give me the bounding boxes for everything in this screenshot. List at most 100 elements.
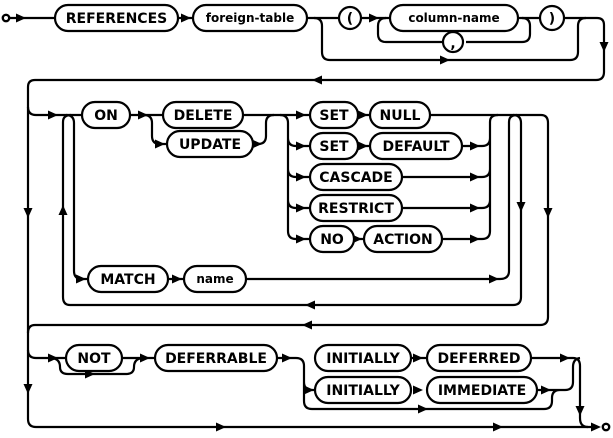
delete-label: DELETE bbox=[174, 108, 233, 124]
node-initially-immediate-initially: INITIALLY bbox=[313, 375, 413, 405]
arrowhead-icon bbox=[516, 202, 526, 212]
node-immediate: IMMEDIATE bbox=[425, 375, 539, 405]
initially-a-label: INITIALLY bbox=[326, 351, 400, 367]
node-comma: , bbox=[441, 30, 465, 54]
cascade-label: CASCADE bbox=[319, 170, 393, 186]
match-label: MATCH bbox=[100, 272, 155, 288]
deferrable-label: DEFERRABLE bbox=[165, 351, 267, 367]
node-update: UPDATE bbox=[165, 129, 255, 159]
restrict-label: RESTRICT bbox=[318, 201, 394, 217]
node-initially-deferred-initially: INITIALLY bbox=[313, 343, 413, 373]
arrowhead-icon bbox=[23, 384, 33, 394]
arrowhead-icon bbox=[296, 110, 306, 120]
node-cascade: CASCADE bbox=[308, 162, 404, 192]
node-deferrable: DEFERRABLE bbox=[153, 343, 279, 373]
node-set-null-set: SET bbox=[308, 100, 360, 130]
node-on: ON bbox=[80, 100, 132, 130]
arrowhead-icon bbox=[252, 139, 262, 149]
arrowhead-icon bbox=[16, 13, 26, 23]
deferred-label: DEFERRED bbox=[437, 351, 520, 367]
action-label: ACTION bbox=[373, 232, 433, 248]
arrowhead-icon bbox=[418, 404, 428, 414]
node-deferred: DEFERRED bbox=[425, 343, 533, 373]
arrowhead-icon bbox=[296, 172, 306, 182]
references-label: REFERENCES bbox=[66, 11, 167, 27]
open-paren-label: ( bbox=[347, 11, 353, 27]
arrowhead-icon bbox=[23, 208, 33, 218]
arrowhead-icon bbox=[413, 353, 423, 363]
node-restrict: RESTRICT bbox=[308, 193, 404, 223]
arrowhead-icon bbox=[541, 385, 551, 395]
no-label: NO bbox=[320, 232, 344, 248]
arrowhead-icon bbox=[296, 141, 306, 151]
arrowhead-icon bbox=[369, 13, 379, 23]
node-match: MATCH bbox=[86, 264, 170, 294]
arrowhead-icon bbox=[358, 110, 368, 120]
not-label: NOT bbox=[77, 351, 111, 367]
node-action: ACTION bbox=[362, 224, 444, 254]
arrowhead-icon bbox=[591, 422, 601, 432]
arrowhead-icon bbox=[440, 55, 450, 65]
node-foreign-table: foreign-table bbox=[191, 3, 309, 33]
node-close-paren: ) bbox=[538, 4, 566, 32]
arrowhead-icon bbox=[58, 205, 68, 215]
arrowhead-icon bbox=[358, 141, 368, 151]
arrowhead-icon bbox=[304, 385, 314, 395]
node-column-name: column-name bbox=[388, 3, 520, 33]
node-open-paren: ( bbox=[337, 5, 363, 31]
arrowhead-icon bbox=[470, 234, 480, 244]
node-name: name bbox=[182, 264, 248, 294]
node-delete: DELETE bbox=[161, 100, 245, 130]
node-set-default-set: SET bbox=[308, 131, 360, 161]
arrowhead-icon bbox=[312, 75, 322, 85]
initially-b-label: INITIALLY bbox=[326, 383, 400, 399]
node-not: NOT bbox=[64, 343, 124, 373]
arrowhead-icon bbox=[76, 274, 86, 284]
default-label: DEFAULT bbox=[382, 139, 450, 155]
arrowhead-icon bbox=[216, 422, 226, 432]
arrowhead-icon bbox=[489, 274, 499, 284]
connector-not-bypass bbox=[51, 356, 143, 376]
node-references: REFERENCES bbox=[53, 3, 180, 33]
arrowhead-icon bbox=[470, 172, 480, 182]
close-paren-label: ) bbox=[549, 11, 555, 27]
arrowhead-icon bbox=[48, 110, 58, 120]
arrowhead-icon bbox=[296, 234, 306, 244]
connector-onmatch-loopback bbox=[61, 113, 523, 307]
arrowhead-icon bbox=[599, 42, 609, 52]
node-default: DEFAULT bbox=[368, 131, 464, 161]
arrowhead-icon bbox=[302, 320, 312, 330]
arrowhead-icon bbox=[470, 203, 480, 213]
arrowhead-icon bbox=[560, 353, 570, 363]
arrowhead-icon bbox=[413, 385, 423, 395]
start-terminal-icon bbox=[1, 13, 11, 23]
node-null: NULL bbox=[368, 100, 432, 130]
arrowhead-icon bbox=[282, 353, 292, 363]
arrowhead-icon bbox=[575, 406, 585, 416]
null-label: NULL bbox=[380, 108, 421, 124]
on-label: ON bbox=[94, 108, 118, 124]
set-a-label: SET bbox=[319, 108, 349, 124]
comma-label: , bbox=[450, 36, 455, 52]
arrowhead-icon bbox=[296, 203, 306, 213]
arrowhead-icon bbox=[172, 274, 182, 284]
arrowhead-icon bbox=[48, 353, 58, 363]
set-b-label: SET bbox=[319, 139, 349, 155]
arrowhead-icon bbox=[155, 139, 165, 149]
arrowhead-icon bbox=[181, 13, 191, 23]
end-terminal-icon bbox=[601, 422, 611, 432]
arrowhead-icon bbox=[493, 422, 503, 432]
update-label: UPDATE bbox=[179, 137, 241, 153]
foreign-table-label: foreign-table bbox=[206, 11, 294, 25]
column-name-label: column-name bbox=[408, 11, 499, 25]
connector-actions-split bbox=[279, 113, 310, 241]
arrowhead-icon bbox=[138, 110, 148, 120]
arrowhead-icon bbox=[305, 300, 315, 310]
node-no: NO bbox=[308, 224, 356, 254]
arrowhead-icon bbox=[140, 353, 150, 363]
arrowhead-icon bbox=[470, 141, 480, 151]
arrowhead-icon bbox=[543, 208, 553, 218]
name-label: name bbox=[196, 272, 233, 286]
